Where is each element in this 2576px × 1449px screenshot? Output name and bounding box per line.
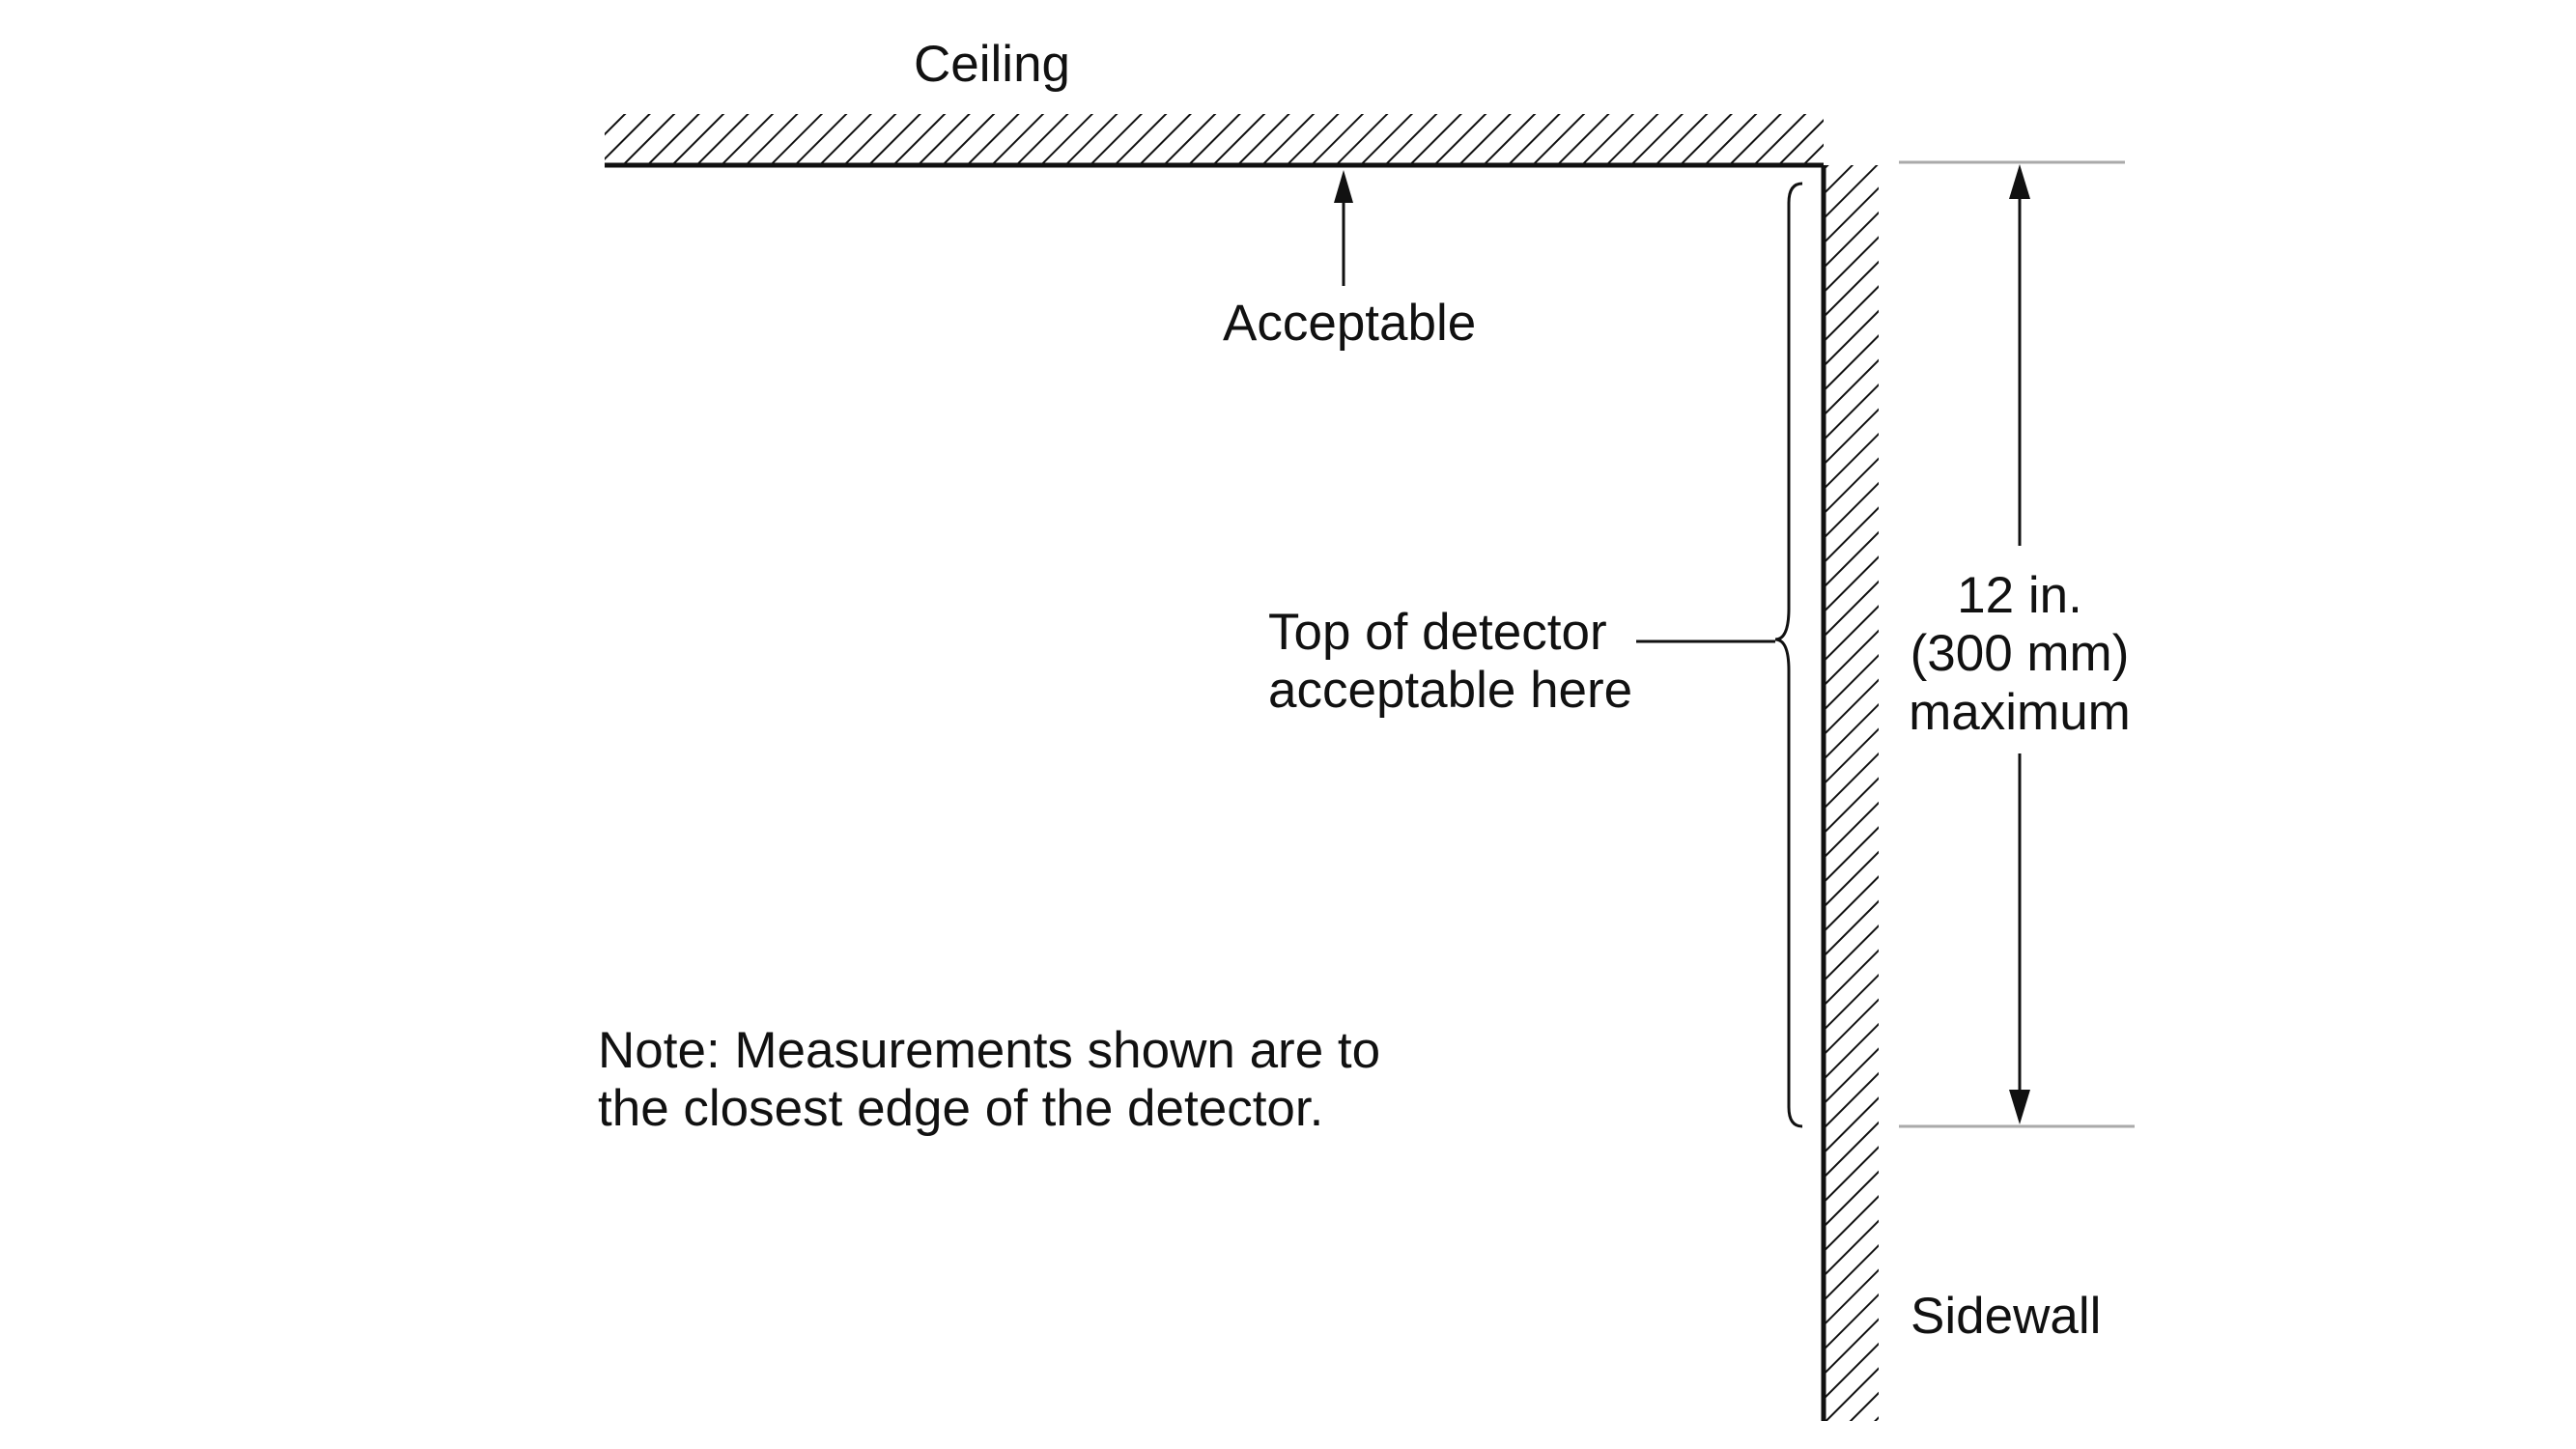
note-label-line1: Note: Measurements shown are to <box>598 1022 1380 1079</box>
top-of-detector-label-line1: Top of detector <box>1268 604 1607 661</box>
note-label-line2: the closest edge of the detector. <box>598 1080 1323 1137</box>
sidewall-label: Sidewall <box>1911 1288 2101 1345</box>
dimension-label-line2: (300 mm) <box>1911 625 2130 682</box>
dimension-arrowhead-top <box>2009 164 2030 199</box>
dimension-arrowhead-bottom <box>2009 1090 2030 1124</box>
acceptable-label: Acceptable <box>1223 295 1476 352</box>
ceiling-hatch <box>605 114 1824 165</box>
ceiling-label: Ceiling <box>914 36 1070 93</box>
dimension-label-line3: maximum <box>1909 684 2131 741</box>
dimension-label-line1: 12 in. <box>1957 567 2082 624</box>
detector-zone-brace <box>1774 182 1803 1128</box>
top-of-detector-label-line2: acceptable here <box>1268 662 1632 719</box>
acceptable-arrowhead <box>1334 170 1353 203</box>
sidewall-hatch <box>1824 165 1879 1421</box>
